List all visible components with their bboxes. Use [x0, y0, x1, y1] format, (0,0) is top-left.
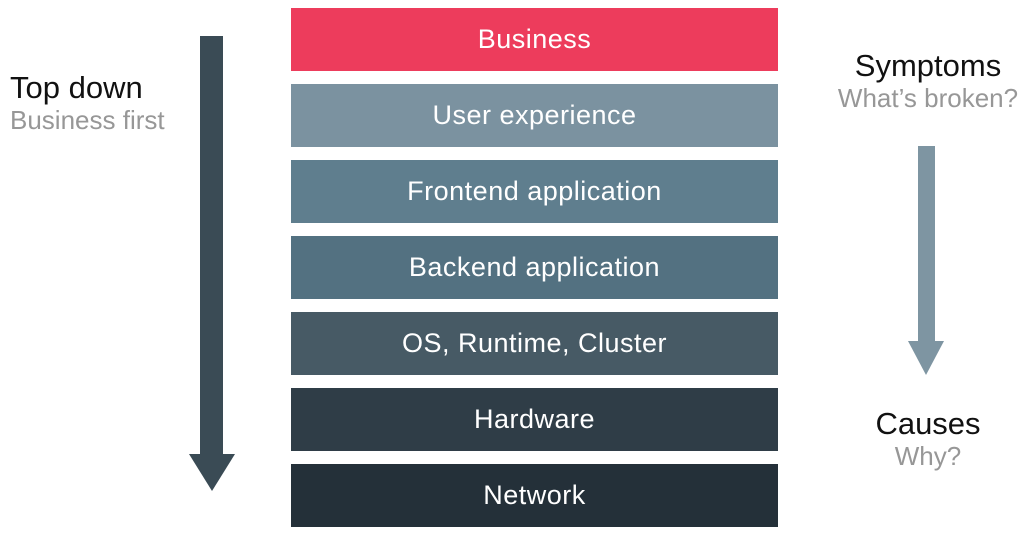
- layer-hardware: Hardware: [291, 388, 778, 451]
- top-down-arrow-shaft: [200, 36, 223, 454]
- layer-network-label: Network: [483, 480, 586, 510]
- layer-network: Network: [291, 464, 778, 527]
- layer-backend-application-label: Backend application: [408, 252, 661, 282]
- layer-business-label: Business: [477, 24, 592, 54]
- layer-frontend-application: Frontend application: [291, 160, 778, 223]
- top-down-annotation: Top down Business first: [10, 70, 165, 136]
- symptoms-to-causes-arrow-shaft: [918, 146, 935, 341]
- causes-subtitle: Why?: [894, 440, 962, 471]
- layer-hardware-label: Hardware: [473, 404, 596, 434]
- causes-annotation: Causes Why?: [828, 406, 1024, 472]
- layer-business: Business: [291, 8, 778, 71]
- symptoms-to-causes-arrow-head-icon: [908, 341, 944, 375]
- top-down-subtitle: Business first: [10, 104, 165, 135]
- symptoms-subtitle: What’s broken?: [837, 82, 1019, 113]
- layer-user-experience-label: User experience: [432, 100, 637, 130]
- top-down-title: Top down: [10, 70, 143, 105]
- layer-backend-application: Backend application: [291, 236, 778, 299]
- causes-title: Causes: [875, 406, 981, 441]
- top-down-arrow-head-icon: [189, 454, 235, 491]
- layer-os-runtime-cluster-label: OS, Runtime, Cluster: [401, 328, 668, 358]
- layer-os-runtime-cluster: OS, Runtime, Cluster: [291, 312, 778, 375]
- layer-frontend-application-label: Frontend application: [407, 176, 662, 206]
- layer-stack: Business User experience Frontend applic…: [291, 8, 778, 539]
- layer-user-experience: User experience: [291, 84, 778, 147]
- symptoms-annotation: Symptoms What’s broken?: [828, 48, 1024, 114]
- symptoms-title: Symptoms: [854, 48, 1002, 83]
